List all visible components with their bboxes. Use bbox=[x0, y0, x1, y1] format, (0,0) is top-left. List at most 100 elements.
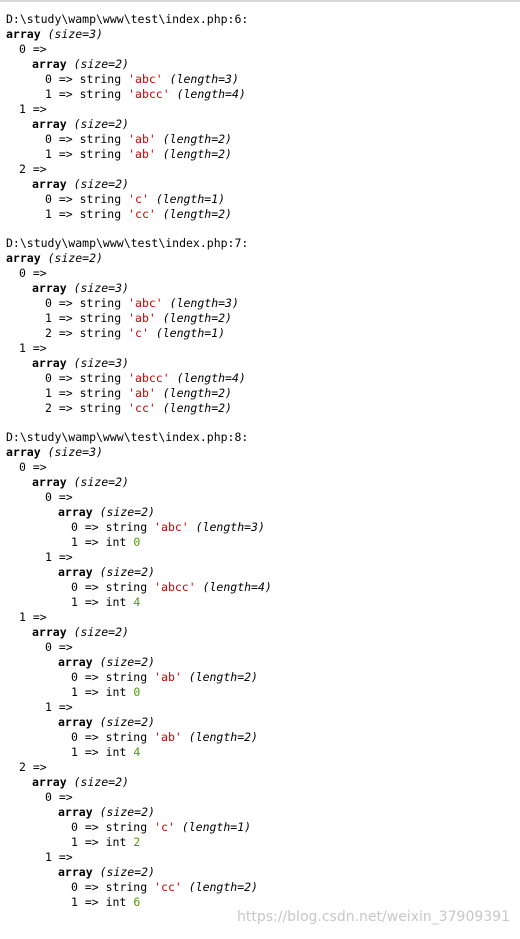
string-value: 'ab' bbox=[128, 386, 156, 400]
string-key: 0 => string bbox=[71, 670, 155, 684]
string-entry: 0 => string 'ab' (length=2) bbox=[71, 730, 258, 745]
string-entry: 0 => string 'c' (length=1) bbox=[45, 192, 225, 207]
string-entry: 0 => string 'abcc' (length=4) bbox=[45, 371, 246, 386]
string-value: 'c' bbox=[128, 192, 149, 206]
array-header: array (size=3) bbox=[6, 445, 103, 460]
array-header: array (size=2) bbox=[32, 57, 129, 72]
array-key-text: 0 => bbox=[19, 42, 47, 56]
array-key-text: 1 => bbox=[45, 850, 73, 864]
array-header: array (size=2) bbox=[58, 715, 155, 730]
int-value: 0 bbox=[133, 535, 141, 549]
string-length: (length=3) bbox=[195, 520, 265, 534]
source-path-text: D:\study\wamp\www\test\index.php:7: bbox=[6, 236, 249, 250]
string-entry: 0 => string 'ab' (length=2) bbox=[71, 670, 258, 685]
string-key: 0 => string bbox=[45, 371, 129, 385]
array-key-text: 2 => bbox=[19, 162, 47, 176]
string-key: 0 => string bbox=[45, 296, 129, 310]
string-value: 'ab' bbox=[128, 132, 156, 146]
string-value: 'abcc' bbox=[128, 371, 170, 385]
array-key-text: 1 => bbox=[19, 610, 47, 624]
string-entry: 0 => string 'c' (length=1) bbox=[71, 820, 251, 835]
array-key: 1 => bbox=[19, 341, 47, 356]
string-length: (length=1) bbox=[181, 820, 252, 834]
array-keyword: array bbox=[32, 775, 67, 789]
string-value: 'ab' bbox=[128, 147, 156, 161]
int-key: 1 => int bbox=[71, 535, 134, 549]
array-header: array (size=2) bbox=[58, 805, 155, 820]
int-key: 1 => int bbox=[71, 595, 134, 609]
source-path-text: D:\study\wamp\www\test\index.php:6: bbox=[6, 12, 249, 26]
array-header: array (size=2) bbox=[32, 625, 129, 640]
string-length: (length=2) bbox=[162, 207, 232, 221]
array-size: (size=2) bbox=[99, 805, 155, 819]
array-size: (size=2) bbox=[73, 775, 129, 789]
string-key: 2 => string bbox=[45, 326, 129, 340]
array-size: (size=2) bbox=[73, 117, 129, 131]
array-size: (size=3) bbox=[73, 356, 129, 370]
string-key: 1 => string bbox=[45, 386, 129, 400]
string-length: (length=2) bbox=[162, 401, 232, 415]
array-keyword: array bbox=[32, 117, 67, 131]
array-key: 1 => bbox=[19, 102, 47, 117]
string-entry: 2 => string 'c' (length=1) bbox=[45, 326, 225, 341]
array-header: array (size=2) bbox=[58, 505, 155, 520]
array-size: (size=3) bbox=[47, 445, 103, 459]
string-length: (length=2) bbox=[162, 147, 232, 161]
string-value: 'abc' bbox=[154, 520, 189, 534]
string-key: 0 => string bbox=[45, 72, 129, 86]
string-length: (length=2) bbox=[188, 730, 258, 744]
array-key: 0 => bbox=[45, 490, 73, 505]
array-header: array (size=3) bbox=[6, 27, 103, 42]
array-key-text: 1 => bbox=[19, 102, 47, 116]
array-key-text: 0 => bbox=[19, 460, 47, 474]
array-key: 0 => bbox=[45, 640, 73, 655]
array-keyword: array bbox=[32, 57, 67, 71]
string-key: 0 => string bbox=[71, 730, 155, 744]
string-key: 0 => string bbox=[71, 880, 155, 894]
int-entry: 1 => int 0 bbox=[71, 535, 140, 550]
string-entry: 0 => string 'abc' (length=3) bbox=[71, 520, 265, 535]
string-entry: 0 => string 'abc' (length=3) bbox=[45, 296, 239, 311]
string-entry: 1 => string 'ab' (length=2) bbox=[45, 386, 232, 401]
top-border bbox=[0, 0, 520, 2]
array-header: array (size=2) bbox=[32, 177, 129, 192]
int-key: 1 => int bbox=[71, 745, 134, 759]
array-key: 0 => bbox=[19, 42, 47, 57]
string-value: 'c' bbox=[154, 820, 175, 834]
array-header: array (size=2) bbox=[58, 865, 155, 880]
string-key: 0 => string bbox=[71, 520, 155, 534]
int-key: 1 => int bbox=[71, 835, 134, 849]
string-value: 'cc' bbox=[154, 880, 182, 894]
source-path-text: D:\study\wamp\www\test\index.php:8: bbox=[6, 430, 249, 444]
string-value: 'ab' bbox=[154, 730, 182, 744]
array-header: array (size=2) bbox=[32, 775, 129, 790]
int-entry: 1 => int 4 bbox=[71, 745, 140, 760]
array-keyword: array bbox=[6, 251, 41, 265]
int-value: 4 bbox=[133, 745, 141, 759]
array-key-text: 1 => bbox=[19, 341, 47, 355]
string-value: 'abc' bbox=[128, 296, 163, 310]
string-value: 'abcc' bbox=[128, 87, 170, 101]
array-key-text: 1 => bbox=[45, 700, 73, 714]
array-key-text: 1 => bbox=[45, 550, 73, 564]
array-keyword: array bbox=[58, 715, 93, 729]
int-entry: 1 => int 2 bbox=[71, 835, 140, 850]
array-key: 1 => bbox=[45, 700, 73, 715]
string-length: (length=2) bbox=[162, 132, 232, 146]
array-keyword: array bbox=[6, 27, 41, 41]
string-length: (length=4) bbox=[202, 580, 272, 594]
array-size: (size=2) bbox=[99, 655, 155, 669]
array-header: array (size=3) bbox=[32, 356, 129, 371]
array-keyword: array bbox=[32, 356, 67, 370]
string-key: 0 => string bbox=[45, 132, 129, 146]
string-value: 'c' bbox=[128, 326, 149, 340]
array-key: 0 => bbox=[19, 460, 47, 475]
dump-source-path: D:\study\wamp\www\test\index.php:7: bbox=[6, 236, 248, 251]
array-key: 2 => bbox=[19, 760, 47, 775]
string-length: (length=3) bbox=[169, 72, 239, 86]
string-entry: 0 => string 'ab' (length=2) bbox=[45, 132, 232, 147]
string-key: 1 => string bbox=[45, 147, 129, 161]
int-entry: 1 => int 6 bbox=[71, 895, 140, 910]
array-keyword: array bbox=[6, 445, 41, 459]
string-key: 1 => string bbox=[45, 87, 129, 101]
